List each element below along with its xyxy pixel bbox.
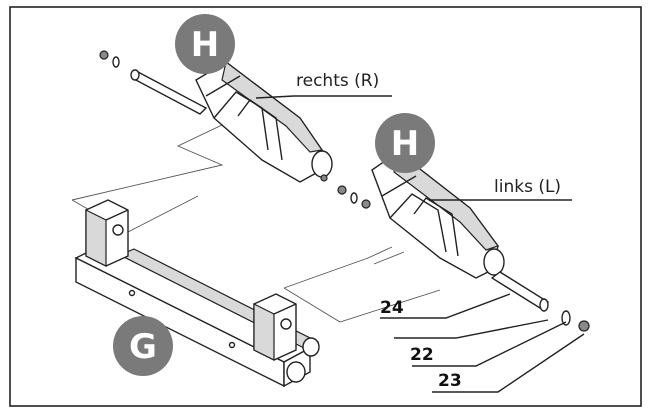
label-rechts: rechts (R)	[296, 71, 379, 91]
leader-lines	[255, 95, 585, 393]
label-links: links (L)	[494, 177, 561, 197]
badge-h-lower: H	[375, 113, 435, 173]
part-number-22: 22	[410, 345, 434, 365]
base-frame	[74, 199, 320, 388]
badge-h-upper-text: H	[191, 25, 219, 65]
left-pedal-assembly	[371, 150, 590, 332]
badge-h-upper: H	[175, 14, 235, 74]
badge-h-lower-text: H	[391, 124, 419, 164]
badge-g-text: G	[129, 327, 157, 367]
badge-g: G	[113, 316, 173, 376]
part-number-24: 24	[380, 298, 404, 318]
part-number-23: 23	[438, 371, 462, 391]
right-pedal-assembly	[99, 50, 371, 209]
frame-border	[9, 6, 642, 407]
